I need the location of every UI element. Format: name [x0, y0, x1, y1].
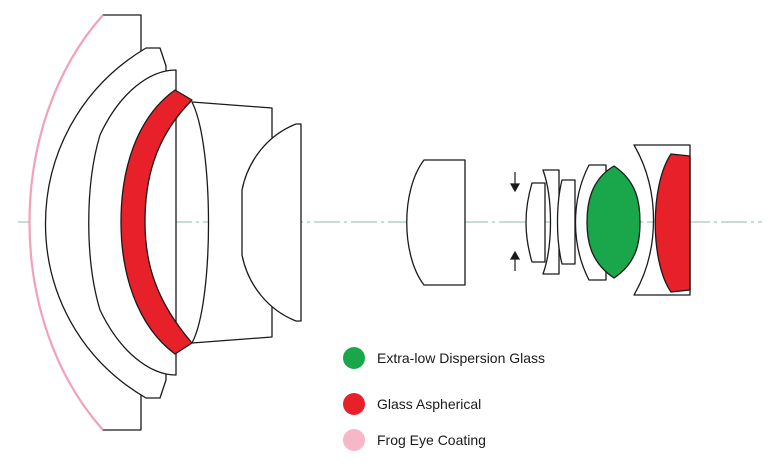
frog-eye-coating-swatch — [343, 429, 365, 451]
legend-label: Glass Aspherical — [377, 396, 482, 412]
focus-arrow-up-icon — [509, 250, 521, 271]
frog-eye-coating-arc — [28, 14, 104, 431]
lens-element-9 — [556, 179, 576, 265]
focus-arrow-down-icon — [509, 172, 521, 193]
lens-element-7 — [525, 182, 546, 263]
ed-lens-element — [586, 165, 641, 279]
legend-label: Extra-low Dispersion Glass — [377, 350, 546, 366]
lens-element-5 — [241, 123, 302, 322]
legend-item-ed-glass: Extra-low Dispersion Glass — [343, 345, 545, 371]
legend-label: Frog Eye Coating — [377, 432, 486, 448]
legend-item-frog-eye-coating: Frog Eye Coating — [343, 427, 486, 453]
lens-element-6 — [406, 159, 466, 286]
legend-item-aspherical: Glass Aspherical — [343, 391, 481, 417]
lens-element-8 — [542, 169, 560, 275]
aspherical-lens-element-1 — [120, 89, 193, 355]
aspherical-lens-element-2 — [654, 153, 691, 293]
ed-glass-swatch — [343, 347, 365, 369]
aspherical-swatch — [343, 393, 365, 415]
